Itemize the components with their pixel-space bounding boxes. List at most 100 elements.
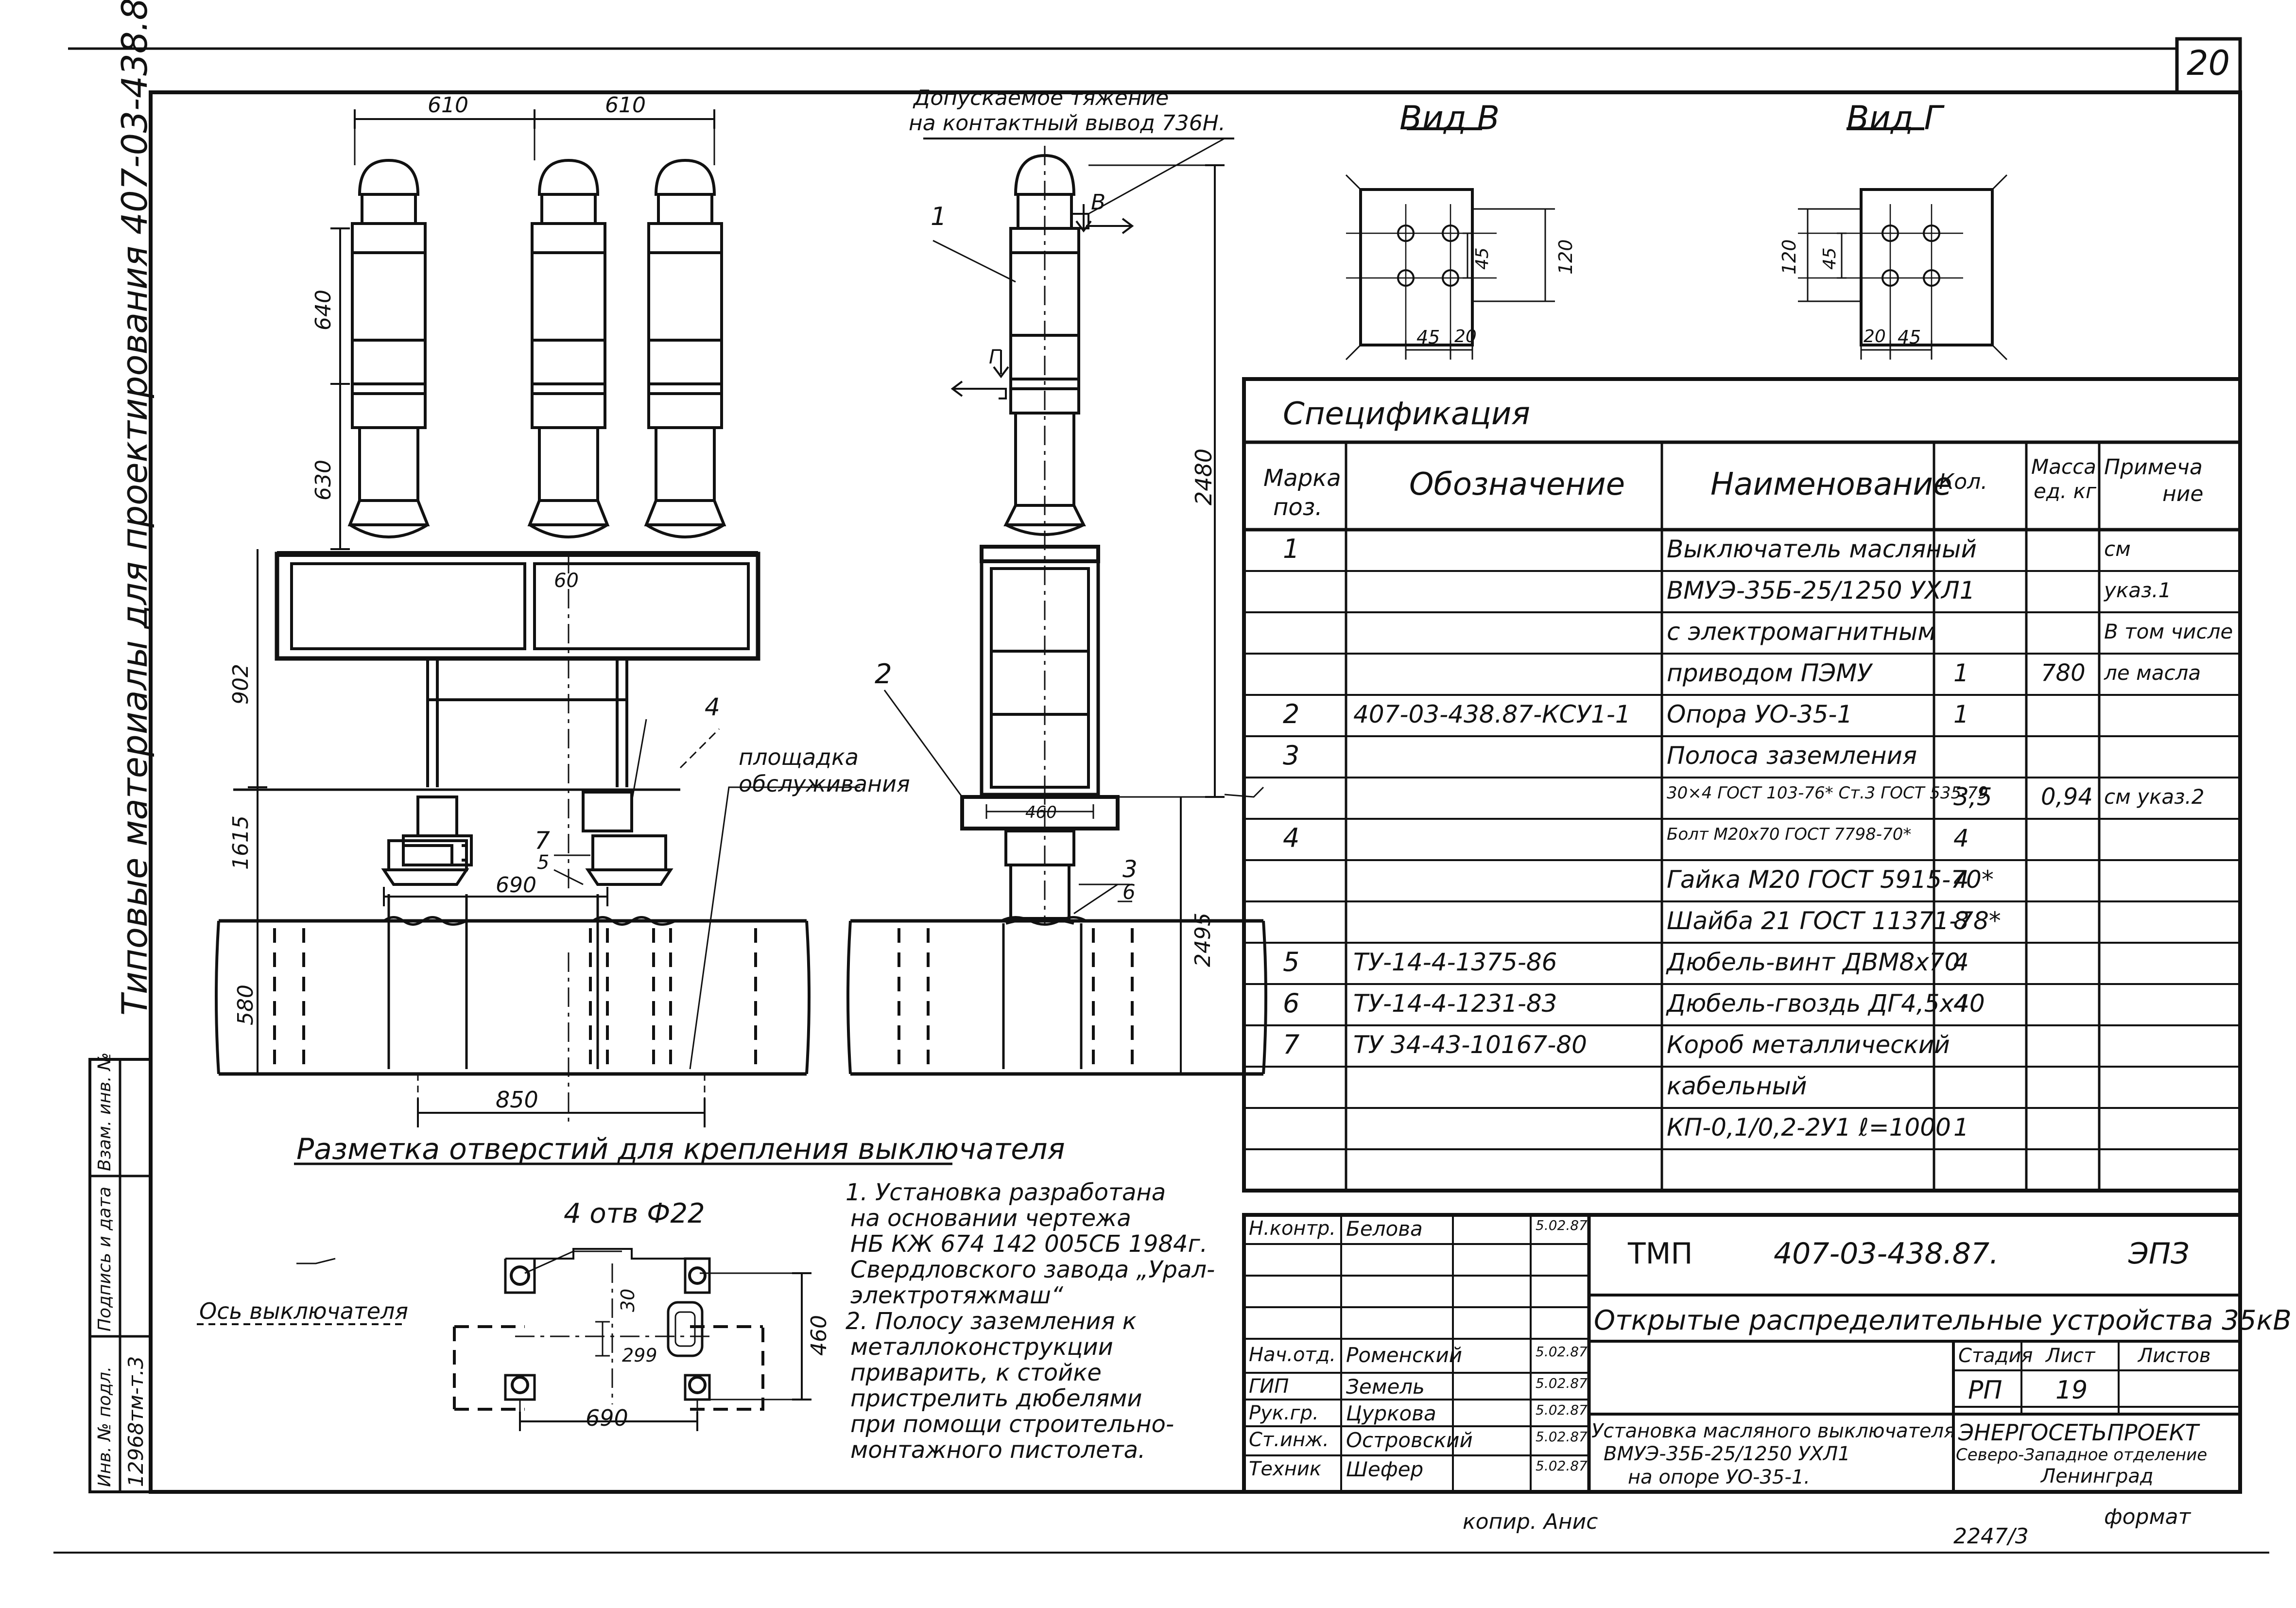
dim-460-side: 460 — [1025, 803, 1057, 822]
tb-person-role: Техник — [1249, 1458, 1322, 1480]
spec-cell-name: КП-0,1/0,2-2У1 ℓ=1000 — [1667, 1113, 1951, 1141]
spec-cell-name: с электромагнитным — [1667, 618, 1936, 646]
arrow-b-label: В — [1091, 190, 1106, 215]
tb-sheet-label: Лист — [2046, 1345, 2095, 1367]
dim-2480: 2480 — [1191, 448, 1217, 505]
note-line: металлоконструкции — [850, 1333, 1113, 1361]
spec-cell-name: Дюбель-винт ДВМ8х70 — [1667, 948, 1960, 976]
spec-cell-qty: 4 — [1953, 989, 1969, 1018]
callout-5: 5 — [537, 851, 550, 874]
spec-cell-qty: 1 — [1953, 700, 1969, 728]
marking-axis: Ось выключателя — [199, 1298, 409, 1324]
marking-title: Разметка отверстий для крепления выключа… — [296, 1132, 1065, 1166]
view-g-title: Вид Г — [1847, 99, 1943, 138]
note-line: при помощи строительно- — [850, 1411, 1174, 1438]
marking-dim-30: 30 — [617, 1288, 639, 1312]
callout-2: 2 — [875, 658, 892, 690]
tb-section: ЭПЗ — [2128, 1237, 2190, 1271]
spec-cell-mass: 0,94 — [2041, 783, 2093, 811]
spec-cell-qty: 1 — [1953, 1113, 1969, 1141]
tb-person-name: Земель — [1346, 1375, 1425, 1399]
spec-header-mark-2: поз. — [1273, 494, 1323, 521]
tb-person-date: 5.02.87 — [1536, 1217, 1588, 1233]
marking-holes: 4 отв Ф22 — [564, 1198, 705, 1229]
spec-cell-name: Дюбель-гвоздь ДГ4,5х40 — [1667, 989, 1985, 1018]
tb-person-name: Шефер — [1346, 1457, 1424, 1481]
tb-person-name: Белова — [1346, 1217, 1423, 1241]
tb-drawing-title-1: Установка масляного выключателя — [1591, 1420, 1956, 1442]
bottom-copy: копир. Анис — [1463, 1509, 1598, 1534]
spec-cell-code: 407-03-438.87-КСУ1-1 — [1353, 700, 1631, 728]
spec-cell-pos: 4 — [1283, 822, 1300, 853]
spec-cell-name: Шайба 21 ГОСТ 11371-78* — [1667, 907, 2001, 935]
view-b-dim-120: 120 — [1555, 239, 1576, 275]
view-g-dim-45b: 45 — [1898, 327, 1921, 348]
spec-cell-mass: 780 — [2041, 659, 2086, 687]
strip-inv-value: 12968тм-т.3 — [124, 1356, 148, 1487]
note-line: пристрелить дюбелями — [850, 1385, 1142, 1412]
note-line: электротяжмаш“ — [850, 1282, 1063, 1309]
tb-stage: РП — [1968, 1376, 2003, 1405]
spec-cell-name: 30×4 ГОСТ 103-76* Ст.3 ГОСТ 535-79 — [1667, 783, 1988, 803]
tb-project: Открытые распределительные устройства 35… — [1594, 1305, 2292, 1336]
tb-person-date: 5.02.87 — [1536, 1344, 1588, 1360]
note-line: 1. Установка разработана — [846, 1179, 1166, 1206]
spec-header-mass-1: Масса — [2031, 455, 2096, 479]
tb-person-name: Роменский — [1346, 1343, 1463, 1367]
callout-4: 4 — [705, 693, 720, 721]
callout-1: 1 — [931, 202, 947, 231]
tb-person-role: Ст.инж. — [1249, 1429, 1329, 1451]
marking-dim-690: 690 — [586, 1405, 628, 1431]
tension-note-1: Допускаемое тяжение — [914, 86, 1169, 110]
spec-cell-code: ТУ 34-43-10167-80 — [1353, 1031, 1587, 1059]
spec-cell-qty: 4 — [1953, 865, 1969, 894]
spec-cell-code: ТУ-14-4-1231-83 — [1353, 989, 1557, 1018]
spec-cell-note: указ.1 — [2104, 578, 2172, 603]
tb-org-1: ЭНЕРГОСЕТЬПРОЕКТ — [1958, 1419, 2199, 1446]
side-title: Типовые материалы для проектирования 407… — [114, 0, 155, 1016]
dim-630: 630 — [311, 460, 336, 501]
tb-person-date: 5.02.87 — [1536, 1458, 1588, 1474]
spec-cell-pos: 2 — [1283, 698, 1300, 729]
spec-cell-name: Выключатель масляный — [1667, 535, 1977, 563]
spec-cell-code: ТУ-14-4-1375-86 — [1353, 948, 1557, 976]
dim-60: 60 — [554, 570, 579, 592]
spec-cell-qty: 1 — [1953, 659, 1969, 687]
callout-7: 7 — [535, 827, 550, 855]
spec-header-qty: Кол. — [1939, 469, 1988, 494]
strip-header-inv: Инв. № подл. — [95, 1366, 115, 1487]
spec-header-name: Наименование — [1710, 467, 1952, 502]
dim-902: 902 — [228, 664, 253, 705]
view-b-dim-20: 20 — [1454, 327, 1477, 346]
bottom-format: формат — [2104, 1504, 2191, 1529]
tb-sheet: 19 — [2055, 1376, 2088, 1405]
bottom-code: 2247/3 — [1953, 1524, 2029, 1549]
spec-title: Спецификация — [1283, 396, 1530, 432]
sheet-number: 20 — [2187, 43, 2230, 83]
tb-stage-label: Стадия — [1958, 1345, 2033, 1367]
spec-cell-name: приводом ПЭМУ — [1667, 659, 1872, 687]
spec-header-designation: Обозначение — [1409, 467, 1625, 502]
dim-610-left: 610 — [428, 93, 468, 118]
tb-person-name: Островский — [1346, 1428, 1473, 1452]
dim-2495: 2495 — [1191, 913, 1215, 967]
spec-cell-pos: 3 — [1283, 740, 1300, 771]
spec-cell-qty: 4 — [1953, 824, 1969, 852]
marking-dim-299: 299 — [622, 1345, 657, 1366]
tb-person-name: Цуркова — [1346, 1401, 1436, 1425]
dim-610-right: 610 — [605, 93, 646, 118]
tension-note-2: на контактный вывод 736Н. — [909, 111, 1226, 136]
spec-cell-name: Короб металлический — [1667, 1031, 1950, 1059]
spec-cell-qty: 3,5 — [1953, 783, 1992, 811]
spec-cell-pos: 5 — [1283, 946, 1300, 977]
tb-person-role: Н.контр. — [1249, 1217, 1336, 1240]
dim-1615: 1615 — [228, 815, 253, 870]
spec-cell-name: кабельный — [1667, 1072, 1807, 1100]
arrow-g-label: Г — [989, 346, 1000, 368]
tb-org-3: Ленинград — [2041, 1465, 2154, 1487]
spec-cell-qty: 4 — [1953, 948, 1969, 976]
callout-3: 3 — [1122, 856, 1138, 883]
spec-cell-note: ле масла — [2104, 661, 2201, 685]
dim-640: 640 — [311, 290, 336, 330]
spec-cell-pos: 7 — [1283, 1029, 1300, 1060]
